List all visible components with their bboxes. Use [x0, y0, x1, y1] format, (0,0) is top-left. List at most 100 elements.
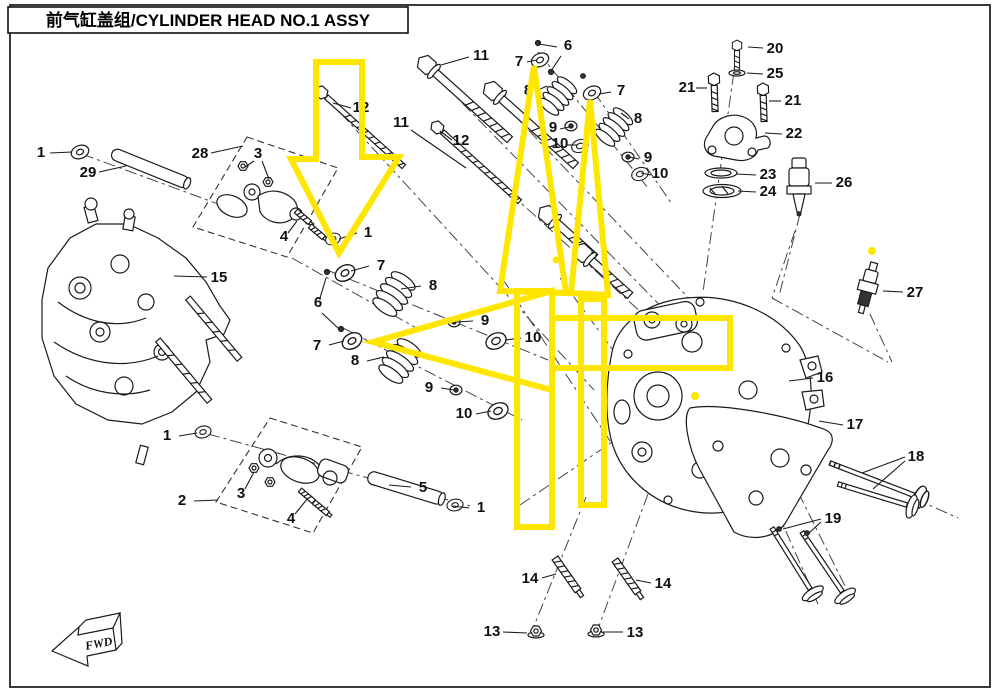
head-gasket	[685, 405, 833, 539]
valve-keeper	[804, 530, 810, 536]
leader-line	[635, 579, 652, 584]
part-number-4: 4	[287, 510, 296, 527]
part-number-14: 14	[655, 575, 672, 592]
rocker-assembly-upper	[192, 136, 339, 258]
rocker-assembly-lower	[193, 417, 465, 534]
leader-line	[410, 129, 467, 169]
part-number-21: 21	[785, 92, 802, 109]
part-number-6: 6	[314, 294, 322, 311]
rocker-shaft-29	[68, 142, 192, 190]
part-number-9: 9	[644, 149, 652, 166]
leader-line	[526, 59, 538, 63]
part-number-5: 5	[419, 479, 427, 496]
leader-line	[244, 160, 255, 168]
leader-line	[193, 499, 219, 502]
part-number-21: 21	[679, 79, 696, 96]
highlight-dots	[552, 247, 876, 400]
part-number-7: 7	[617, 82, 625, 99]
part-number-3: 3	[254, 145, 262, 162]
leader-line	[319, 277, 327, 299]
part-number-26: 26	[836, 174, 853, 191]
valve-spring-set-upper	[528, 39, 651, 184]
part-number-17: 17	[847, 416, 864, 433]
leader-line	[173, 275, 208, 278]
part-number-10: 10	[456, 405, 473, 422]
leader-line	[620, 112, 630, 120]
leader-line	[244, 471, 255, 490]
part-number-8: 8	[429, 277, 437, 294]
rocker-lower-dashed-box	[215, 417, 363, 534]
title-box	[7, 6, 409, 34]
leader-line	[98, 165, 127, 173]
part-number-4: 4	[280, 228, 289, 245]
part-number-24: 24	[760, 183, 777, 200]
leader-line	[640, 172, 652, 176]
page-title: 前气缸盖组/CYLINDER HEAD NO.1 ASSY	[46, 10, 371, 30]
part-number-20: 20	[767, 40, 784, 57]
highlight-dot-2	[552, 256, 560, 264]
part-number-18: 18	[908, 448, 925, 465]
leader-line	[366, 356, 385, 362]
leader-line	[456, 320, 474, 323]
leader-line	[550, 55, 562, 72]
part-number-13: 13	[627, 624, 644, 641]
highlight-down-arrow	[286, 59, 405, 260]
part-number-1: 1	[163, 427, 171, 444]
leader-line	[737, 190, 757, 193]
leader-line	[178, 432, 198, 437]
part-number-7: 7	[515, 53, 523, 70]
cam-sensor	[83, 197, 136, 232]
part-number-10: 10	[552, 135, 569, 152]
part-number-28: 28	[192, 145, 209, 162]
highlight-bar-right	[578, 296, 607, 508]
part-number-25: 25	[767, 65, 784, 82]
part-number-19: 19	[825, 510, 842, 527]
leader-line	[808, 521, 822, 534]
part-number-13: 13	[484, 623, 501, 640]
highlight-dot-1	[868, 247, 876, 255]
head-cover-assembly	[41, 197, 243, 466]
leader-line	[388, 484, 412, 488]
part-number-7: 7	[377, 257, 385, 274]
rocker-shaft-5	[367, 471, 446, 506]
highlight-bar-left	[514, 288, 555, 530]
fwd-label: FWD	[83, 634, 114, 653]
leader-line	[861, 456, 906, 474]
part-number-23: 23	[760, 166, 777, 183]
part-number-10: 10	[525, 329, 542, 346]
part-number-9: 9	[549, 119, 557, 136]
leader-line	[782, 518, 822, 530]
cover-stud	[154, 337, 213, 405]
part-number-6: 6	[564, 37, 572, 54]
leader-line	[440, 56, 470, 66]
leader-line	[559, 126, 570, 130]
leader-line	[328, 340, 345, 346]
leader-line	[882, 290, 904, 293]
leader-line	[764, 132, 783, 135]
leader-line	[818, 420, 844, 426]
part-number-8: 8	[634, 110, 642, 127]
part-number-9: 9	[425, 379, 433, 396]
part-number-15: 15	[211, 269, 228, 286]
thermostat-cover	[703, 114, 771, 162]
leader-line	[502, 631, 528, 634]
part-number-12: 12	[453, 132, 470, 149]
part-number-2: 2	[178, 492, 186, 509]
leader-line	[210, 145, 244, 154]
valves	[761, 451, 933, 609]
rocker-upper-dashed-box	[192, 136, 339, 258]
part-number-1: 1	[37, 144, 45, 161]
leader-line	[872, 460, 906, 490]
part-number-7: 7	[313, 337, 321, 354]
leader-line	[321, 312, 340, 330]
temp-sensor	[786, 157, 812, 217]
part-number-29: 29	[80, 164, 97, 181]
part-number-11: 11	[473, 47, 489, 64]
leader-line	[538, 43, 558, 48]
spark-plug	[856, 261, 879, 315]
leader-line	[261, 160, 270, 180]
leader-line	[475, 410, 492, 415]
